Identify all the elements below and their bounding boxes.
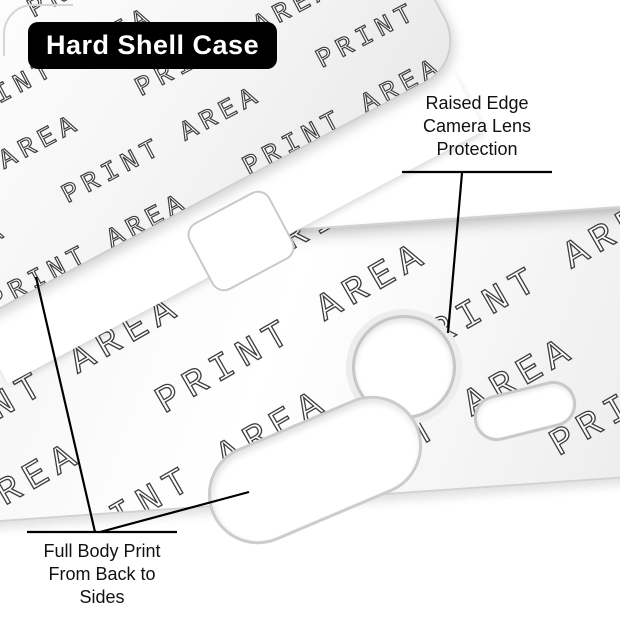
- image-rounded-corner: [3, 4, 73, 56]
- camera-label-line3: Protection: [436, 139, 518, 159]
- camera-label-line2: Camera Lens: [422, 116, 532, 136]
- camera-label-line1: Raised Edge: [425, 93, 529, 113]
- fullbody-label-line3: Sides: [79, 587, 125, 607]
- full-body-print-label: Full Body Print From Back to Sides: [20, 540, 184, 609]
- fullbody-label-line2: From Back to: [48, 564, 156, 584]
- camera-protection-label: Raised Edge Camera Lens Protection: [398, 92, 556, 161]
- fullbody-label-line1: Full Body Print: [43, 541, 161, 561]
